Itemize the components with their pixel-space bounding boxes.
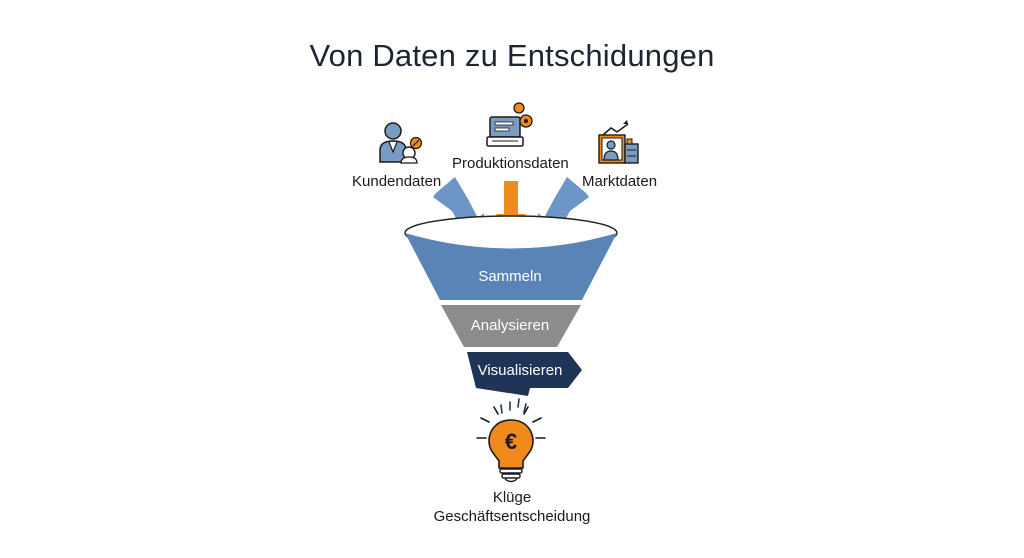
production-machine-icon: [486, 102, 533, 147]
funnel-stage-analysieren: [441, 305, 581, 347]
result-line-2: Geschäftsentscheidung: [433, 508, 591, 525]
market-chart-icon: [598, 120, 639, 164]
stage-label-visualisieren: Visualisieren: [477, 362, 563, 379]
stage-label-sammeln: Sammeln: [478, 268, 542, 285]
diagram-title: Von Daten zu Entschidungen: [309, 38, 715, 73]
bulb-spark-lines: [500, 398, 527, 414]
result-line-1: Klüge: [492, 489, 532, 506]
source-label-kundendaten: Kundendaten: [352, 173, 442, 190]
source-label-marktdaten: Marktdaten: [582, 173, 658, 190]
result-label: Klüge Geschäftsentscheidung: [412, 488, 612, 526]
funnel-stage-sammeln: [405, 233, 617, 300]
funnel-stage-visualisieren: [467, 352, 582, 396]
customer-person-icon: [379, 122, 423, 164]
euro-symbol: €: [505, 429, 517, 454]
stage-label-analysieren: Analysieren: [470, 317, 550, 334]
source-label-produktionsdaten: Produktionsdaten: [452, 155, 569, 172]
euro-lightbulb-icon: €: [476, 406, 546, 483]
